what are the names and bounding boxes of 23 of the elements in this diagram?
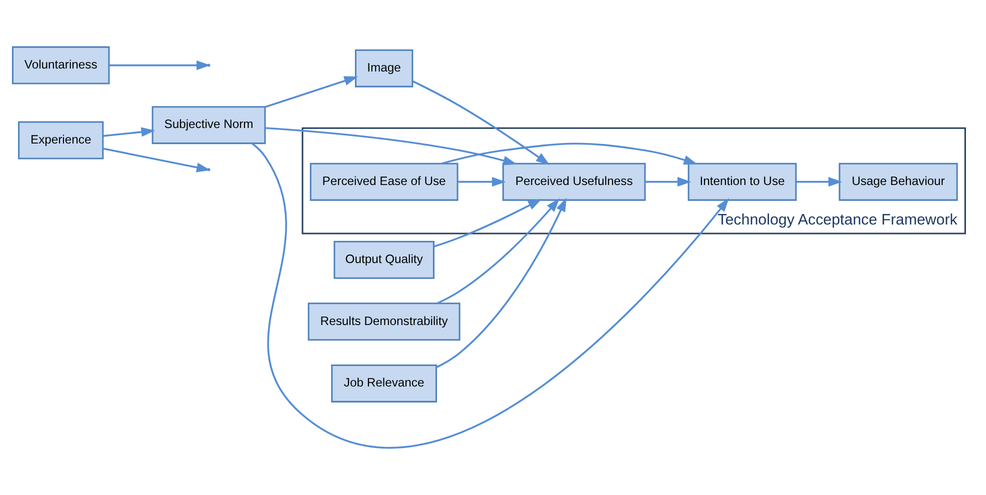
- arrow: [458, 176, 506, 187]
- arrow: [265, 127, 517, 166]
- node-box: Subjective Norm: [152, 106, 266, 144]
- node-box: Experience: [18, 121, 104, 160]
- node-box: Usage Behaviour: [838, 162, 958, 201]
- node-box: Image: [354, 49, 414, 88]
- arrow: [412, 80, 550, 165]
- arrow: [436, 198, 566, 368]
- node-box: Intention to Use: [688, 162, 797, 201]
- arrow: [264, 76, 358, 108]
- arrow: [796, 176, 842, 187]
- node-box: Perceived Ease of Use: [310, 162, 458, 201]
- node-box: Perceived Usefulness: [502, 162, 646, 201]
- node-box: Results Demonstrability: [308, 302, 460, 341]
- arrow: [103, 127, 156, 137]
- arrow: [442, 142, 698, 165]
- arrow: [436, 198, 560, 304]
- node-box: Output Quality: [334, 240, 434, 279]
- node-box: Job Relevance: [331, 364, 438, 402]
- arrow: [252, 142, 730, 448]
- node-box: Voluntariness: [12, 46, 110, 84]
- arrow: [434, 198, 542, 248]
- arrow: [645, 176, 692, 187]
